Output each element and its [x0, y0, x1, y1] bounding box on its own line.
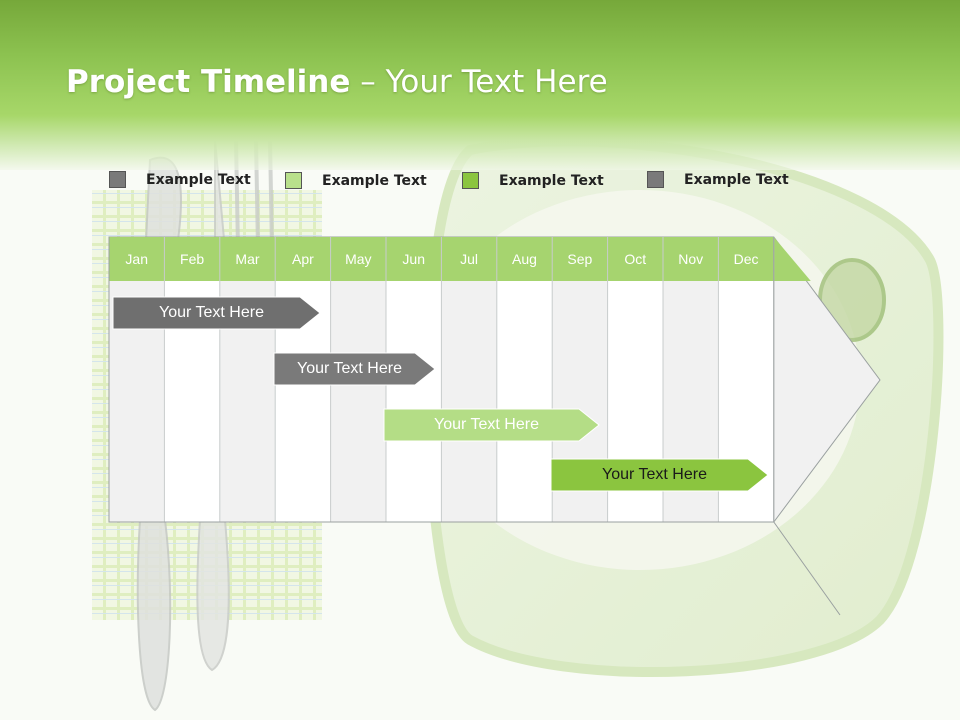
- slide-title: Project Timeline – Your Text Here: [66, 60, 608, 104]
- month-label-nov: Nov: [678, 251, 704, 267]
- month-label-apr: Apr: [291, 251, 314, 267]
- timeline-arrow-edge: [773, 237, 841, 616]
- task-arrow-3: [383, 408, 600, 442]
- month-label-aug: Aug: [512, 251, 537, 267]
- legend-label: Example Text: [146, 172, 251, 188]
- month-header-bar: [109, 237, 811, 281]
- task-label-1: Your Text Here: [159, 304, 264, 321]
- legend-swatch-green: [462, 172, 479, 189]
- month-column: [496, 281, 553, 522]
- legend-label: Example Text: [499, 173, 604, 189]
- title-rest: – Your Text Here: [350, 64, 608, 100]
- legend-swatch-gray: [647, 171, 664, 188]
- legend-swatch-light-green: [285, 172, 302, 189]
- month-label-sep: Sep: [567, 251, 593, 267]
- header-band: [0, 0, 960, 170]
- month-label-may: May: [345, 251, 372, 267]
- task-label-2: Your Text Here: [297, 360, 402, 377]
- month-label-dec: Dec: [733, 251, 759, 267]
- legend-label: Example Text: [684, 172, 789, 188]
- month-label-jan: Jan: [125, 251, 148, 267]
- task-arrow-2: [273, 352, 436, 386]
- legend-swatch-gray: [109, 171, 126, 188]
- task-arrow-1: [112, 296, 321, 330]
- month-label-feb: Feb: [180, 251, 205, 267]
- task-arrow-4: [550, 458, 769, 492]
- month-column: [386, 281, 442, 522]
- title-bold: Project Timeline: [66, 64, 351, 100]
- task-label-3: Your Text Here: [434, 416, 539, 433]
- month-label-oct: Oct: [624, 251, 647, 267]
- task-label-4: Your Text Here: [602, 466, 707, 483]
- legend-label: Example Text: [322, 173, 427, 189]
- month-label-jun: Jun: [402, 251, 425, 267]
- month-label-mar: Mar: [235, 251, 260, 267]
- month-label-jul: Jul: [460, 251, 479, 267]
